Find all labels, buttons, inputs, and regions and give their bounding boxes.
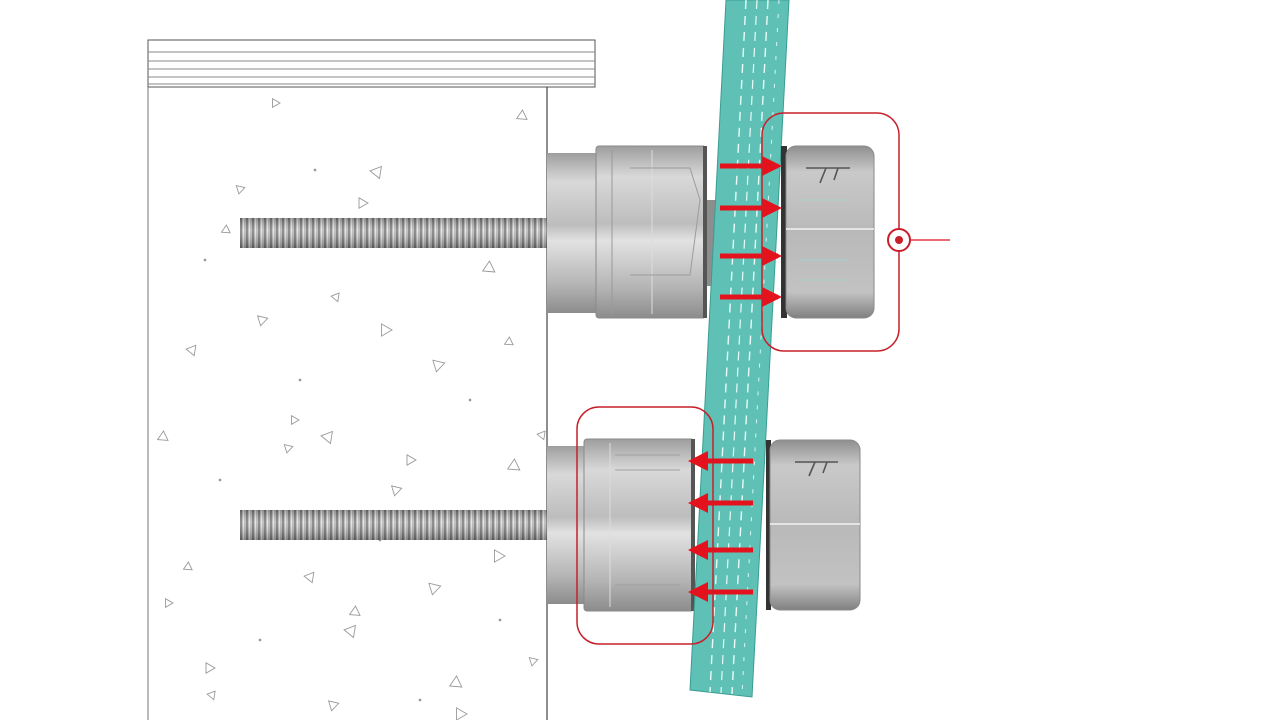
aggregate-mark [256, 315, 269, 327]
aggregate-mark [503, 336, 514, 346]
aggregate-mark [456, 707, 468, 720]
aggregate-mark [272, 97, 281, 109]
aggregate-mark [235, 184, 246, 195]
concrete-aggregate [156, 97, 546, 720]
aggregate-mark [185, 344, 197, 357]
aggregate-mark [428, 582, 442, 596]
aggregate-mark [515, 109, 528, 120]
upper-force-arrows [720, 156, 782, 307]
aggregate-mark [432, 359, 446, 373]
logo-icon [806, 167, 850, 184]
lower-body-highlight [576, 406, 714, 645]
logo-icon [795, 461, 838, 477]
aggregate-mark [327, 700, 340, 712]
aggregate-dot [218, 478, 222, 482]
aggregate-mark [528, 656, 539, 667]
aggregate-dot [203, 258, 207, 262]
lower-standoff-cap [766, 439, 861, 611]
upper-standoff-body [547, 145, 719, 319]
aggregate-mark [343, 624, 356, 639]
aggregate-mark [381, 323, 393, 337]
aggregate-mark [406, 454, 417, 466]
rotation-pivot-icon [887, 228, 950, 252]
aggregate-mark [348, 605, 361, 616]
aggregate-mark [506, 458, 521, 471]
aggregate-dot [418, 698, 422, 702]
lower-standoff-body [547, 438, 695, 612]
aggregate-mark [448, 675, 463, 688]
aggregate-mark [481, 260, 496, 273]
aggregate-mark [320, 430, 333, 445]
aggregate-mark [536, 430, 546, 441]
aggregate-dot [313, 168, 317, 172]
upper-standoff-cap [781, 145, 875, 319]
aggregate-dot [258, 638, 262, 642]
aggregate-mark [369, 165, 382, 180]
concrete-wall [147, 87, 548, 720]
aggregate-dot [498, 618, 502, 622]
aggregate-mark [182, 561, 193, 571]
aggregate-mark [156, 430, 169, 441]
aggregate-mark [283, 443, 294, 454]
upper-threaded-rod [240, 218, 550, 248]
aggregate-mark [358, 197, 369, 209]
aggregate-mark [494, 549, 506, 563]
wall-cap [147, 39, 596, 88]
aggregate-dot [468, 398, 472, 402]
aggregate-mark [220, 224, 231, 234]
aggregate-dot [298, 378, 302, 382]
aggregate-mark [390, 485, 403, 497]
aggregate-mark [165, 597, 174, 609]
aggregate-mark [330, 292, 340, 303]
aggregate-mark [303, 571, 315, 584]
aggregate-mark [205, 662, 216, 674]
lower-threaded-rod [240, 510, 550, 540]
aggregate-mark [291, 414, 300, 426]
aggregate-mark [206, 690, 216, 701]
lower-force-arrows [688, 451, 753, 602]
